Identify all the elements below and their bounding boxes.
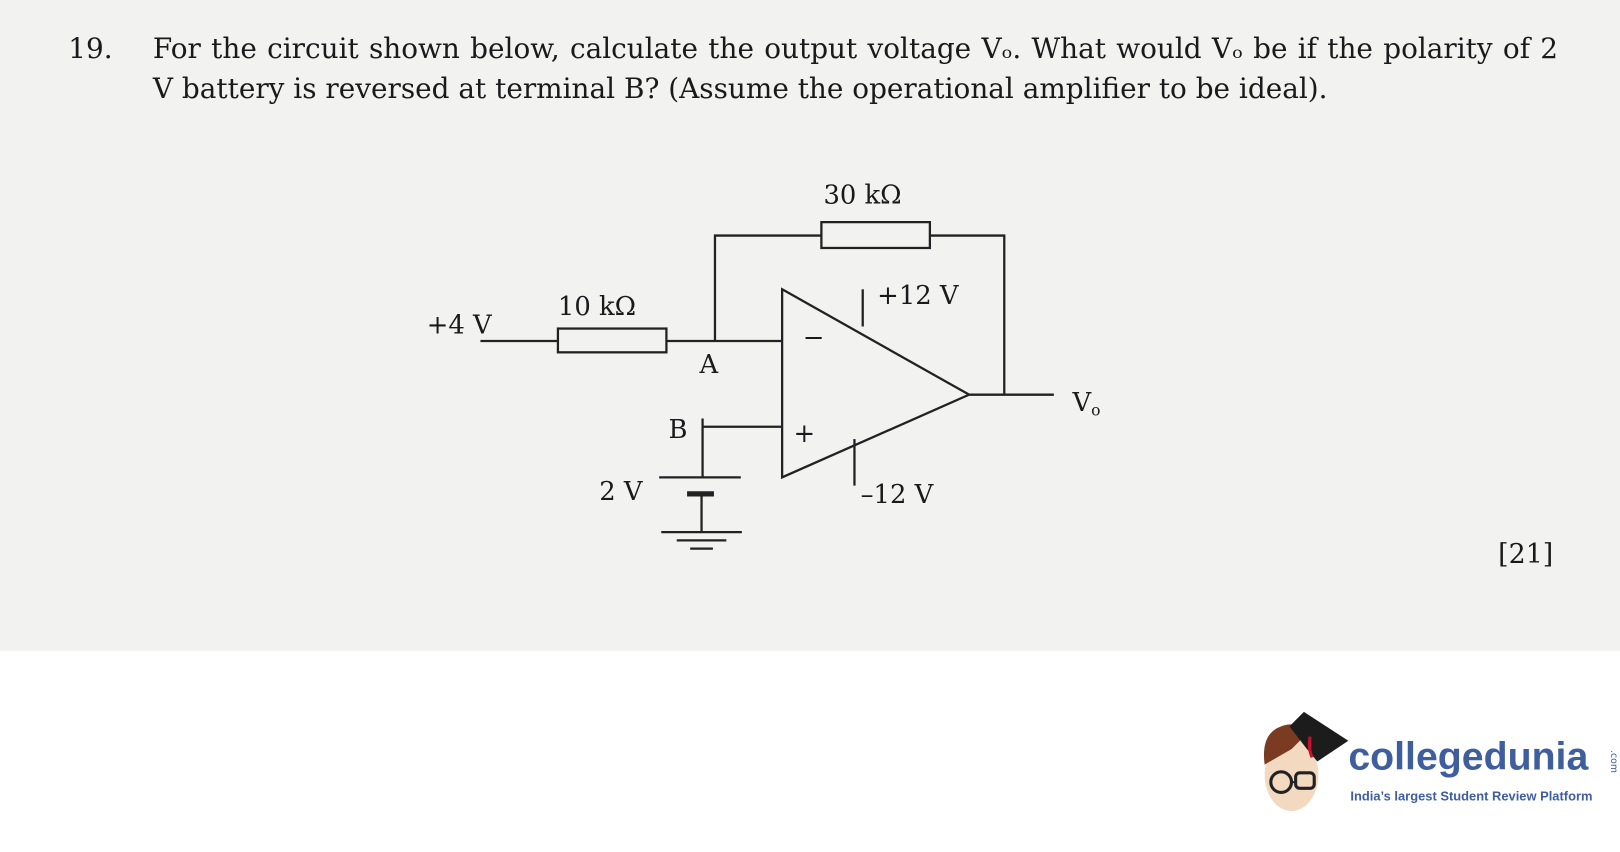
node-b-label: B: [668, 415, 687, 445]
feedback-wire: [713, 234, 1006, 395]
question-number: 19.: [68, 33, 113, 66]
circuit-diagram: +4 V 10 kΩ 30 kΩ A B 2 V +12 V –12 V − +…: [427, 181, 1100, 550]
brand-name: collegedunia: [1348, 735, 1589, 780]
input-resistor-label: 10 kΩ: [558, 292, 636, 322]
node-a-label: A: [698, 350, 718, 380]
feedback-resistor: [820, 221, 932, 250]
positive-supply-label: +12 V: [877, 281, 960, 311]
marks: [21]: [1498, 539, 1554, 571]
noninverting-input-sign: +: [793, 419, 815, 449]
battery-label: 2 V: [599, 477, 644, 507]
ground-icon: [661, 530, 742, 550]
question-paper: [0, 0, 1620, 651]
feedback-resistor-label: 30 kΩ: [823, 181, 901, 211]
noninverting-wire: [701, 418, 783, 478]
input-voltage-label: +4 V: [427, 311, 493, 341]
question-text: For the circuit shown below, calculate t…: [152, 33, 1559, 106]
input-resistor: [556, 327, 668, 354]
opamp-triangle: [780, 287, 972, 480]
inverting-input-sign: −: [803, 323, 825, 353]
output-label: Vo: [1071, 388, 1100, 419]
brand-suffix: .com: [1607, 750, 1618, 773]
brand-tagline: India’s largest Student Review Platform: [1350, 789, 1593, 804]
negative-supply-label: –12 V: [861, 480, 935, 510]
mascot-logo-icon: [1263, 711, 1349, 812]
